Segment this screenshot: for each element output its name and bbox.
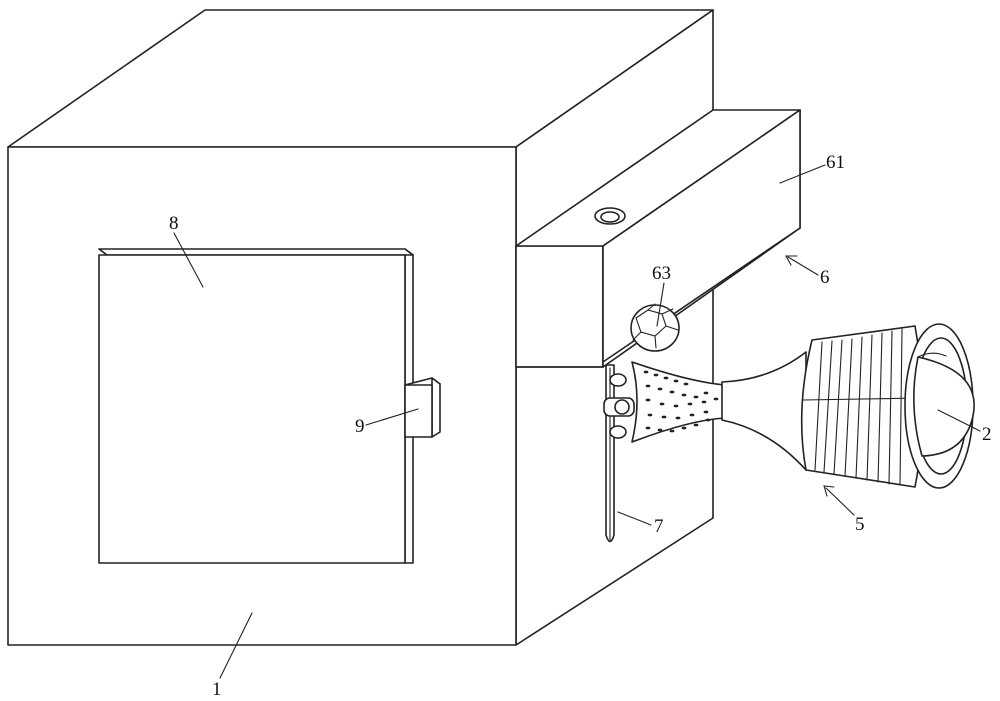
mount-hole-inner (600, 211, 620, 223)
lamp-head (800, 323, 975, 489)
ball-joint (630, 303, 680, 352)
leader-lamp-cap (937, 409, 981, 432)
perforated-funnel (631, 361, 726, 443)
ball-joint-sphere (630, 304, 680, 352)
door-panel-top-edge (98, 248, 414, 256)
lamp-stem (721, 351, 807, 471)
arrow-mount-assembly (787, 256, 819, 276)
funnel-perforations (643, 370, 719, 433)
label-lamp-cap: 2 (982, 424, 992, 445)
support-rod (603, 364, 635, 543)
door-handle (404, 377, 441, 438)
leader-door-panel (173, 232, 204, 288)
leader-support-rod (617, 511, 652, 526)
label-door-panel: 8 (169, 213, 179, 234)
label-mount-block: 61 (826, 152, 845, 173)
door-handle-front (404, 384, 433, 438)
leader-housing (219, 612, 253, 679)
label-housing: 1 (212, 679, 222, 700)
door-handle-side (431, 377, 441, 438)
label-support-rod: 7 (654, 516, 664, 537)
leader-ball-joint (656, 282, 665, 327)
leader-mount-block (779, 164, 826, 184)
rod-clamp-bottom (609, 425, 627, 439)
rod-clamp-top (609, 373, 627, 387)
mount-block-side (602, 109, 801, 363)
arrow-lamp-head-head (823, 485, 835, 497)
door-panel-face (98, 254, 406, 564)
label-ball-joint: 63 (652, 263, 671, 284)
arrow-lamp-head (825, 487, 855, 516)
lamp-neck (631, 351, 807, 471)
leader-door-handle (365, 408, 419, 426)
arrow-mount-assembly-head (785, 255, 798, 266)
lamp-fins (802, 328, 921, 486)
door-panel (98, 248, 414, 564)
label-door-handle: 9 (355, 416, 365, 437)
mount-bracket-front (515, 245, 604, 368)
reference-labels: 8 9 1 61 6 63 7 2 5 (169, 152, 992, 700)
lamp-dome-highlight (917, 352, 947, 358)
label-mount-assembly: 6 (820, 267, 830, 288)
label-lamp-head: 5 (855, 514, 865, 535)
lamp-dome-cap (913, 356, 975, 457)
leader-lines (173, 164, 981, 679)
rod-clamp-knob (614, 399, 630, 415)
mount-assembly (515, 109, 801, 368)
ball-joint-facet-2 (632, 303, 679, 349)
